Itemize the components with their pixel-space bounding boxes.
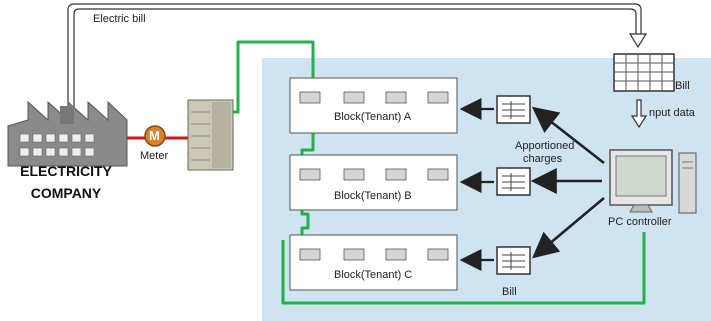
outdoor-unit-icon — [187, 99, 234, 171]
meter-label: Meter — [140, 150, 169, 162]
input-data-arrow — [630, 99, 648, 129]
block-a-box — [289, 77, 458, 134]
block-b-label: Block(Tenant) B — [334, 190, 412, 202]
input-data-label: nput data — [649, 107, 695, 119]
bill-bottom-label: Bill — [502, 286, 517, 298]
block-c-label: Block(Tenant) C — [334, 269, 413, 281]
electric-bill-label: Electric bill — [93, 13, 146, 25]
pc-controller-label: PC controller — [608, 216, 672, 228]
factory-icon — [7, 100, 128, 167]
company-label-line1: ELECTRICITY — [20, 163, 112, 179]
meter-icon — [144, 125, 166, 147]
company-label: ELECTRICITY COMPANY — [7, 160, 125, 204]
block-c-box — [289, 234, 458, 291]
electric-bill-route — [67, 3, 648, 115]
block-a-label: Block(Tenant) A — [334, 111, 412, 123]
pc-to-doc-arrows — [530, 106, 605, 259]
charges-label: charges — [523, 153, 563, 165]
bill-doc-a — [496, 95, 531, 124]
indoor-units-a — [299, 91, 449, 104]
company-label-line2: COMPANY — [30, 185, 102, 201]
doc-to-block-arrows — [459, 98, 494, 271]
pc-controller-icon — [609, 149, 697, 214]
bill-doc-c — [496, 246, 531, 275]
bill-doc-b — [496, 167, 531, 196]
bill-top-label: Bill — [675, 80, 690, 92]
meter-symbol: M — [149, 128, 160, 143]
apportioned-label: Apportioned — [515, 140, 575, 152]
indoor-units-b — [299, 168, 449, 181]
input-bill-doc — [613, 53, 675, 92]
block-b-box — [289, 154, 458, 211]
indoor-units-c — [299, 248, 449, 261]
